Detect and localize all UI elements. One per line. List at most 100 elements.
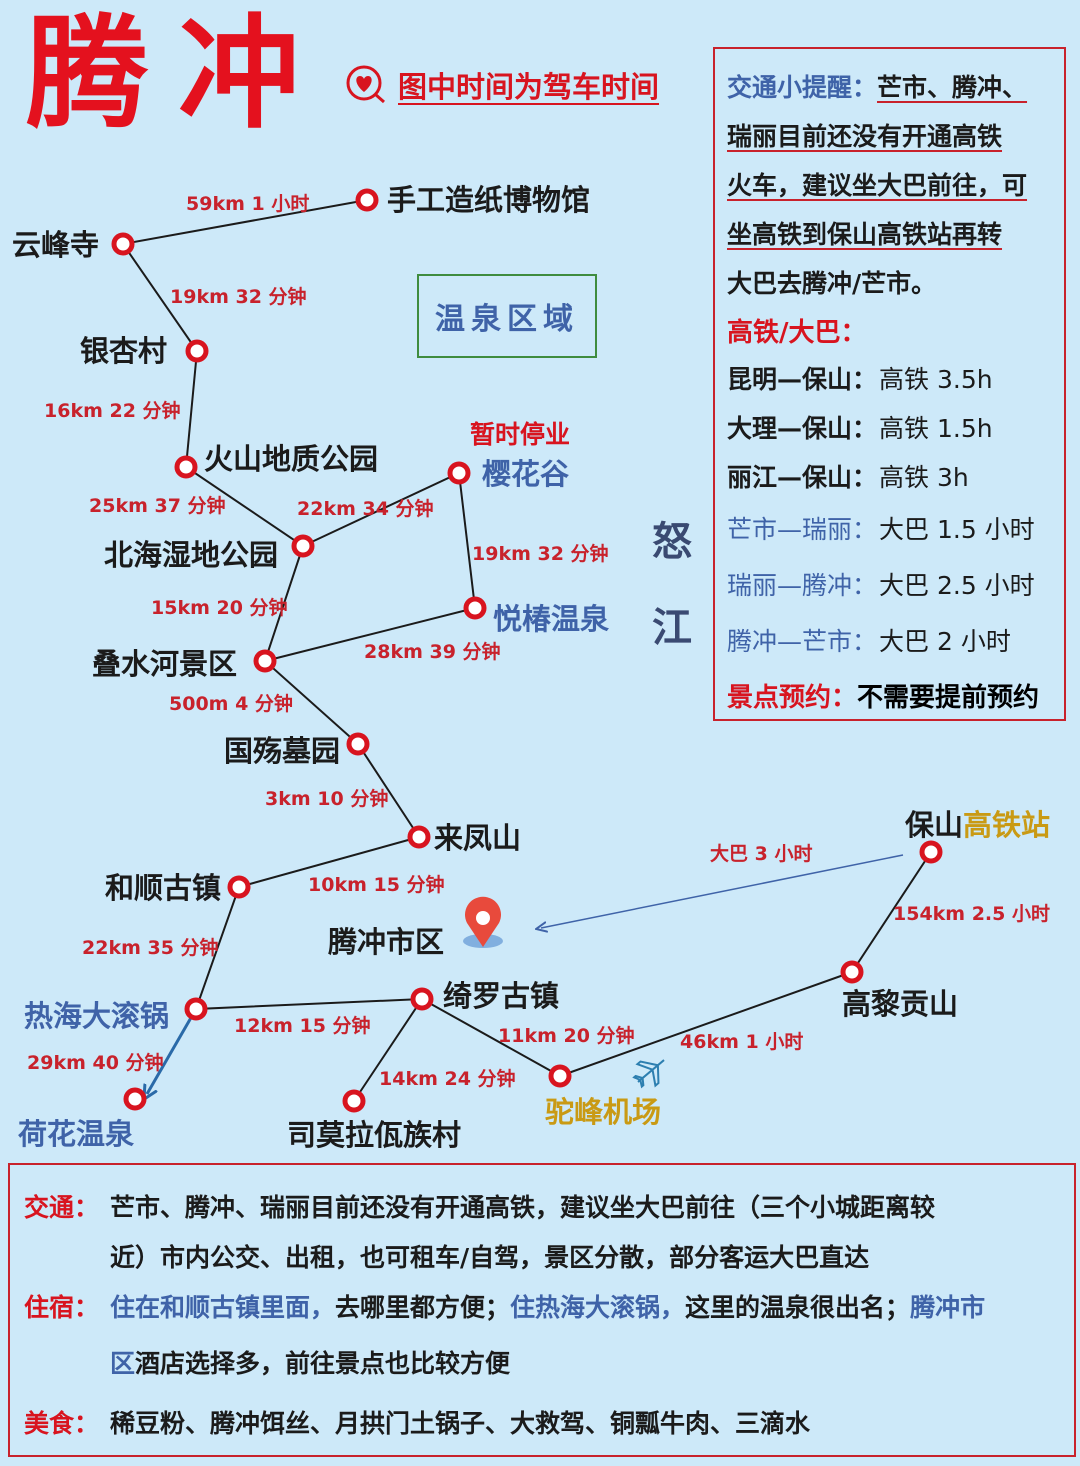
bottom-info-panel: 交通： 芒市、腾冲、瑞丽目前还没有开通高铁，建议坐大巴前往（三个小城距离较 近）… bbox=[8, 1163, 1076, 1457]
place-rehai[interactable]: 热海大滚锅 bbox=[24, 999, 170, 1033]
node-beihai[interactable] bbox=[291, 534, 315, 558]
node-qiluo[interactable] bbox=[410, 987, 434, 1011]
node-dieshui[interactable] bbox=[253, 649, 277, 673]
page-title: 腾冲 bbox=[26, 1, 330, 145]
node-huoshan[interactable] bbox=[174, 455, 198, 479]
stay-text: 区 bbox=[110, 1349, 136, 1378]
node-zhizhi[interactable] bbox=[355, 188, 379, 212]
booking-row: 景点预约：不需要提前预约 bbox=[727, 670, 1054, 726]
heart-pin-icon bbox=[346, 65, 385, 104]
route-row: 芒市—瑞丽：大巴 1.5 小时 bbox=[727, 502, 1054, 558]
place-city[interactable]: 腾冲市区 bbox=[328, 925, 445, 959]
stay-text: 住在和顺古镇里面， bbox=[110, 1293, 336, 1322]
node-heshun[interactable] bbox=[227, 875, 251, 899]
dist-label: 22km 34 分钟 bbox=[297, 498, 434, 520]
route-name: 昆明—保山： bbox=[727, 365, 878, 394]
node-yinxing[interactable] bbox=[185, 339, 209, 363]
node-airport[interactable] bbox=[548, 1064, 572, 1088]
stay-text: 腾冲市 bbox=[910, 1293, 986, 1322]
traffic-line: 近）市内公交、出租，也可租车/自驾，景区分散，部分客运大巴直达 bbox=[110, 1243, 870, 1272]
node-yuechun[interactable] bbox=[463, 596, 487, 620]
place-guoshang[interactable]: 国殇墓园 bbox=[224, 734, 341, 768]
node-yinghua[interactable] bbox=[447, 461, 471, 485]
dist-label: 46km 1 小时 bbox=[680, 1031, 804, 1053]
tips-head: 交通小提醒：芒市、腾冲、 瑞丽目前还没有开通高铁 火车，建议坐大巴前往，可 坐高… bbox=[727, 63, 1054, 308]
airplane-icon bbox=[632, 1059, 665, 1089]
food-key: 美食： bbox=[24, 1409, 100, 1438]
place-baoshan-station: 高铁站 bbox=[963, 808, 1051, 842]
place-laifeng[interactable]: 来凤山 bbox=[434, 821, 522, 855]
place-beihai[interactable]: 北海湿地公园 bbox=[104, 538, 279, 572]
dist-label: 28km 39 分钟 bbox=[364, 641, 501, 663]
place-qiluo[interactable]: 绮罗古镇 bbox=[443, 979, 560, 1013]
route-lines bbox=[121, 199, 932, 1102]
route-name: 瑞丽—腾冲： bbox=[727, 571, 878, 600]
route-name: 芒市—瑞丽： bbox=[727, 515, 878, 544]
dist-label: 29km 40 分钟 bbox=[27, 1052, 164, 1074]
tips-head-key: 交通小提醒： bbox=[727, 73, 878, 102]
stay-text: 这里的温泉很出名； bbox=[685, 1293, 911, 1322]
city-pin-icon bbox=[463, 896, 503, 948]
dist-label: 19km 32 分钟 bbox=[472, 543, 609, 565]
node-laifeng[interactable] bbox=[407, 825, 431, 849]
map-nodes bbox=[111, 188, 943, 1113]
traffic-key: 交通： bbox=[24, 1193, 100, 1222]
dist-label: 22km 35 分钟 bbox=[82, 937, 219, 959]
place-airport[interactable]: 驼峰机场 bbox=[545, 1095, 662, 1129]
dist-label: 3km 10 分钟 bbox=[265, 788, 389, 810]
place-huoshan[interactable]: 火山地质公园 bbox=[204, 442, 379, 476]
place-simola[interactable]: 司莫拉佤族村 bbox=[287, 1118, 462, 1152]
food-value: 稀豆粉、腾冲饵丝、月拱门土锅子、大救驾、铜瓢牛肉、三滴水 bbox=[110, 1409, 811, 1438]
route-row: 瑞丽—腾冲：大巴 2.5 小时 bbox=[727, 558, 1054, 614]
node-yunfeng[interactable] bbox=[111, 232, 135, 256]
food-section: 美食： 稀豆粉、腾冲饵丝、月拱门土锅子、大救驾、铜瓢牛肉、三滴水 bbox=[24, 1399, 1062, 1449]
dist-label: 25km 37 分钟 bbox=[89, 495, 226, 517]
route-row: 腾冲—芒市：大巴 2 小时 bbox=[727, 614, 1054, 670]
traffic-line: 芒市、腾冲、瑞丽目前还没有开通高铁，建议坐大巴前往（三个小城距离较 bbox=[110, 1193, 936, 1222]
place-yinghua[interactable]: 樱花谷 bbox=[482, 457, 570, 491]
dist-label: 15km 20 分钟 bbox=[151, 597, 288, 619]
route-mode: 大巴 2 小时 bbox=[879, 627, 1011, 656]
place-gaoli[interactable]: 高黎贡山 bbox=[842, 987, 959, 1021]
place-baoshan[interactable]: 保山高铁站 bbox=[905, 811, 1050, 840]
route-mode: 大巴 1.5 小时 bbox=[879, 515, 1035, 544]
place-heshua[interactable]: 荷花温泉 bbox=[18, 1117, 135, 1151]
booking-value: 不需要提前预约 bbox=[857, 683, 1040, 713]
tips-head-line: 芒市、腾冲、 bbox=[877, 73, 1028, 102]
dist-label: 14km 24 分钟 bbox=[379, 1068, 516, 1090]
place-yunfeng[interactable]: 云峰寺 bbox=[12, 228, 100, 262]
river-label-2: 江 bbox=[652, 605, 692, 651]
place-dieshui[interactable]: 叠水河景区 bbox=[92, 647, 238, 681]
stay-text: 去哪里都方便； bbox=[335, 1293, 511, 1322]
node-rehai[interactable] bbox=[184, 997, 208, 1021]
traffic-tips-panel: 交通小提醒：芒市、腾冲、 瑞丽目前还没有开通高铁 火车，建议坐大巴前往，可 坐高… bbox=[713, 47, 1066, 721]
traffic-section: 交通： 芒市、腾冲、瑞丽目前还没有开通高铁，建议坐大巴前往（三个小城距离较 近）… bbox=[24, 1183, 1062, 1283]
place-yuechun[interactable]: 悦椿温泉 bbox=[493, 602, 610, 636]
node-guoshang[interactable] bbox=[346, 732, 370, 756]
tips-head-line: 大巴去腾冲/芒市。 bbox=[727, 269, 937, 298]
tips-head-line: 瑞丽目前还没有开通高铁 bbox=[727, 122, 1003, 151]
route-mode: 高铁 1.5h bbox=[879, 414, 993, 443]
route-mode: 大巴 2.5 小时 bbox=[879, 571, 1035, 600]
river-label-1: 怒 bbox=[652, 519, 692, 565]
node-heshua[interactable] bbox=[123, 1087, 147, 1111]
dist-label: 500m 4 分钟 bbox=[169, 693, 293, 715]
place-yinxing[interactable]: 银杏村 bbox=[80, 334, 168, 368]
drive-time-note-text: 图中时间为驾车时间 bbox=[398, 70, 660, 104]
stay-key: 住宿： bbox=[24, 1293, 100, 1322]
place-zhizhi[interactable]: 手工造纸博物馆 bbox=[387, 183, 591, 217]
tips-head-line: 火车，建议坐大巴前往，可 bbox=[727, 171, 1028, 200]
bus-arrow bbox=[541, 854, 904, 928]
hot-spring-area-label: 温泉区域 bbox=[417, 274, 597, 358]
place-heshun[interactable]: 和顺古镇 bbox=[105, 871, 222, 905]
stay-text: 住热海大滚锅， bbox=[510, 1293, 686, 1322]
node-gaoli[interactable] bbox=[840, 960, 864, 984]
closed-badge: 暂时停业 bbox=[470, 420, 571, 449]
dist-label: 16km 22 分钟 bbox=[44, 400, 181, 422]
booking-key: 景点预约： bbox=[727, 683, 858, 713]
node-simola[interactable] bbox=[342, 1089, 366, 1113]
node-baoshan[interactable] bbox=[919, 840, 943, 864]
tips-head-line: 坐高铁到保山高铁站再转 bbox=[727, 220, 1003, 249]
route-row: 丽江—保山：高铁 3h bbox=[727, 453, 1054, 502]
